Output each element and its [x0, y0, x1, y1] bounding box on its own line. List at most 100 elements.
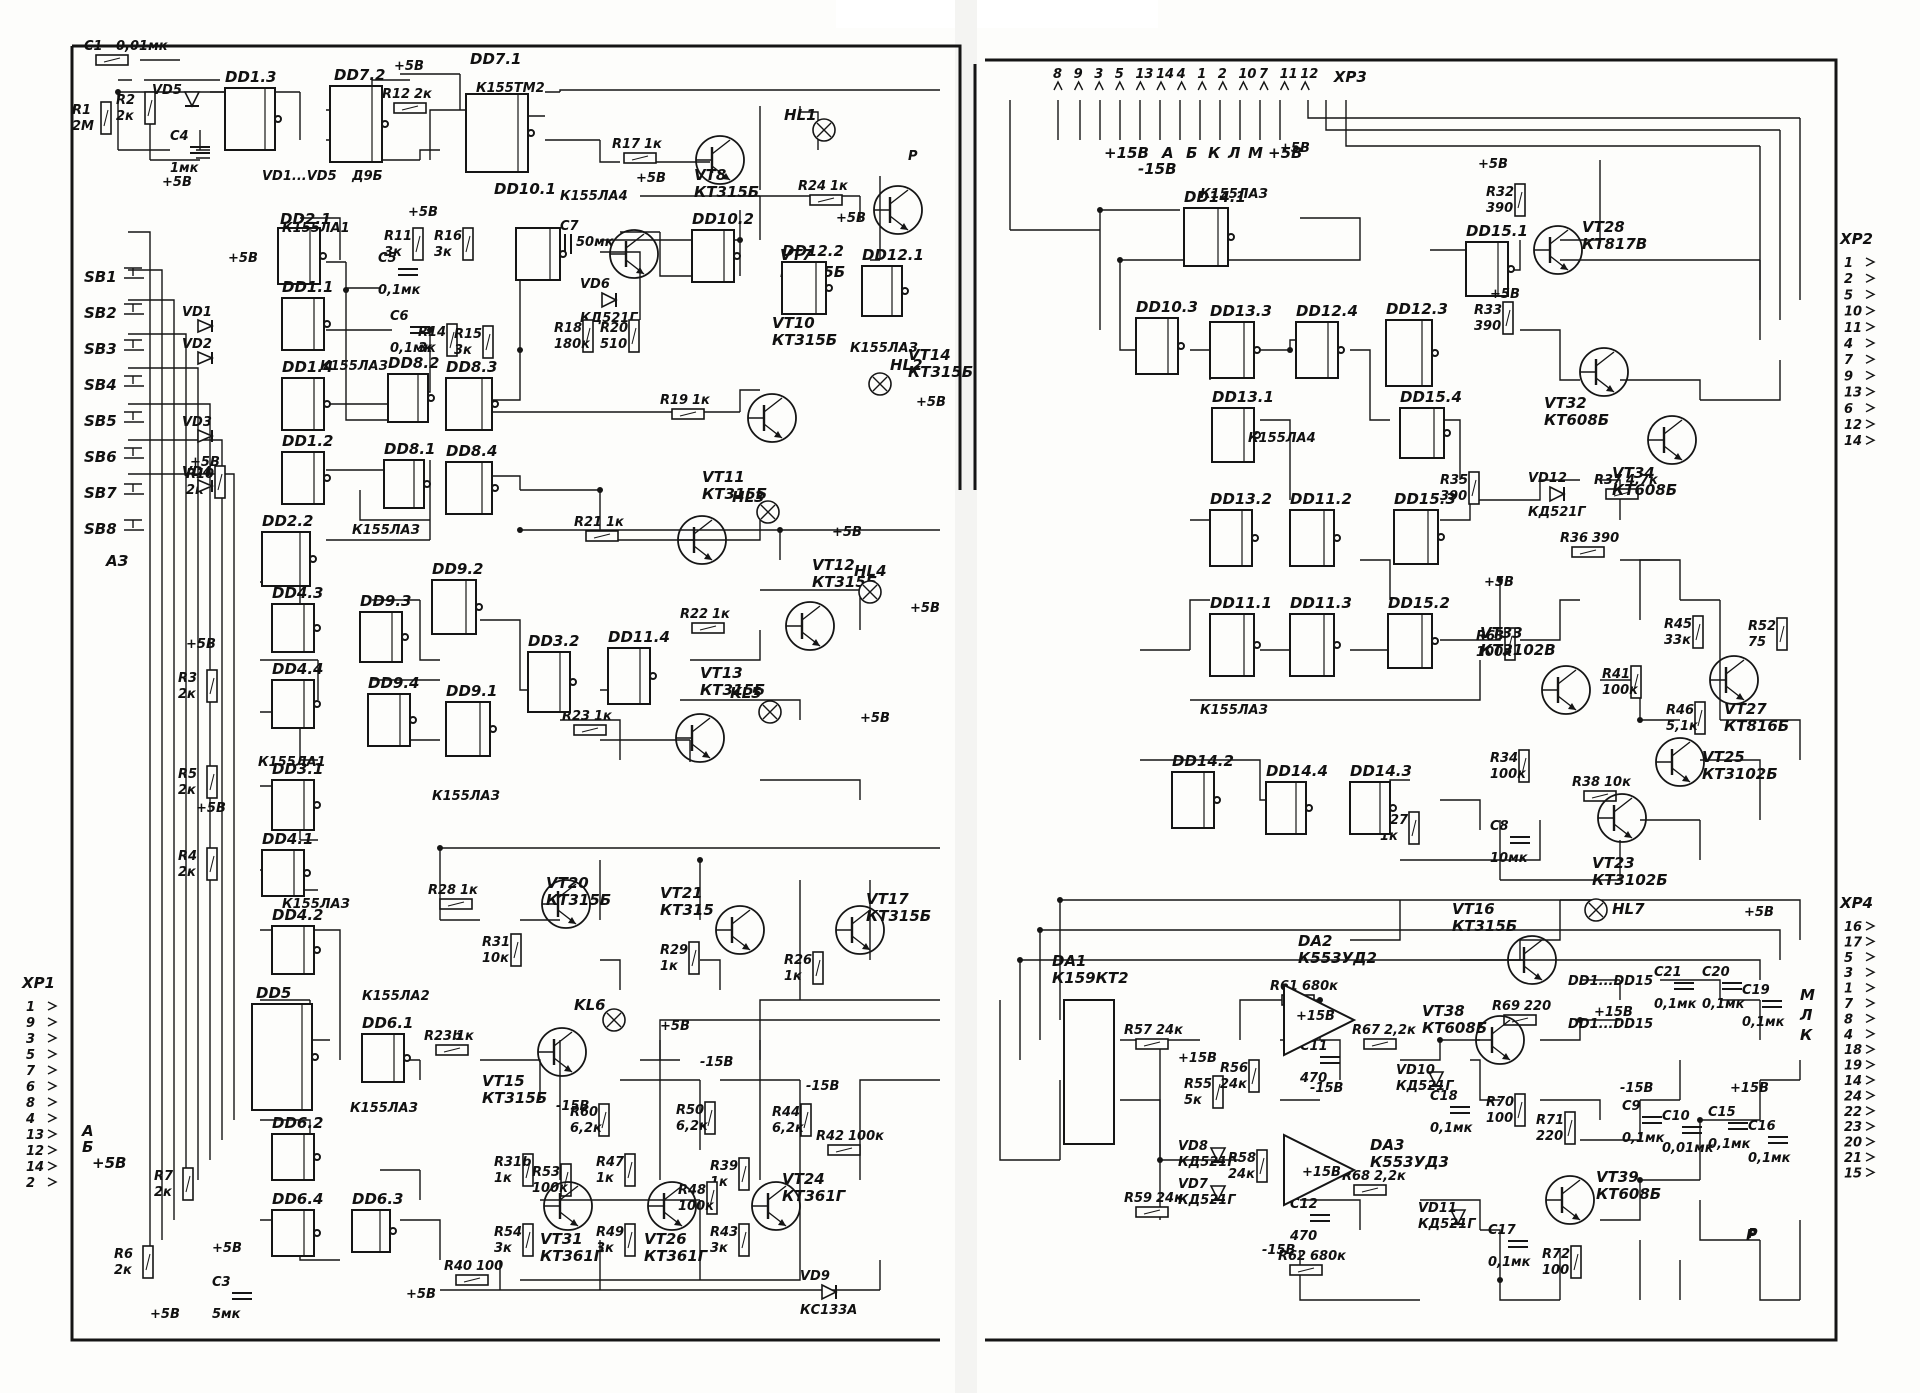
resistor-mark: [209, 677, 215, 695]
connector-pin-label: 2: [1844, 272, 1853, 287]
connector-pin: [1865, 305, 1876, 316]
connector-pin-label: 6: [26, 1080, 35, 1095]
supply-label-20: +5В: [1744, 905, 1774, 920]
gate-dd8-3: DD8.3: [445, 358, 499, 431]
inverter-bubble: [1333, 641, 1341, 649]
component-value: 0,1мк: [390, 341, 434, 356]
wire-78: [1345, 100, 1761, 340]
dd7-1-type: К155ТМ2: [476, 81, 545, 96]
transistor-ref: VT16: [1452, 900, 1495, 918]
switch-ref: SB1: [84, 268, 117, 286]
transistor-type: КТ315Б: [546, 891, 611, 909]
wire-38: [600, 739, 691, 762]
gate-dd6-2: DD6.2: [271, 1114, 323, 1181]
inverter-bubble: [475, 603, 483, 611]
connector-pin: [1865, 435, 1876, 445]
supply-label-1: +5В: [394, 59, 424, 74]
component-ref: R44: [772, 1105, 800, 1120]
connector-pin: [1197, 80, 1207, 91]
wire-60: [600, 959, 721, 990]
gate-body: [329, 85, 383, 163]
gate-ref: DD4.3: [272, 584, 323, 602]
inverter-bubble: [427, 394, 435, 402]
connector-pin-label: 2: [26, 1176, 35, 1191]
signal-xp4-0: М: [1800, 986, 1815, 1004]
wire-9: [520, 89, 940, 117]
junction-23: [1577, 1017, 1583, 1023]
resistor-mark: [147, 99, 153, 117]
inverter-bubble: [323, 320, 331, 328]
junction-10: [697, 857, 703, 863]
connector-pin-label: 5: [1115, 67, 1124, 82]
switch-icon: [124, 303, 144, 315]
switch-ref: SB4: [84, 376, 117, 394]
connector-pin-label: 6: [1844, 402, 1853, 417]
component-value: 390: [1592, 531, 1619, 546]
transistor-ref: VT13: [700, 664, 743, 682]
switch-icon: [124, 375, 144, 387]
opamp-body: [1283, 1133, 1357, 1207]
gate-body: [277, 227, 321, 285]
inverter-bubble: [381, 120, 389, 128]
lamp-cross: [872, 376, 888, 392]
component-value: 6,2к: [570, 1121, 603, 1136]
connector-pin: [47, 1113, 58, 1123]
wire-33: [680, 520, 761, 541]
inverter-bubble: [1437, 533, 1445, 541]
component-ref: R34: [1490, 751, 1518, 766]
component-ref: C15: [1708, 1105, 1736, 1120]
gate-dd9-3: DD9.3: [359, 592, 411, 663]
connector-pin-label: 1: [1844, 982, 1853, 997]
inverter-bubble: [401, 633, 409, 641]
component-ref: C6: [390, 309, 409, 324]
signal-xp3-2: А: [1161, 144, 1174, 162]
wire-40: [760, 589, 861, 630]
gate-dd15-4: DD15.4: [1399, 388, 1462, 459]
gate-dd11-3: DD11.3: [1289, 594, 1352, 677]
connector-pin: [1865, 354, 1876, 364]
component-value: 10к: [1604, 775, 1632, 790]
resistor-mark: [585, 327, 591, 345]
connector-pin-label: 9: [1844, 369, 1853, 384]
transistor-ref: VT23: [1592, 854, 1635, 872]
resistor-mark: [1779, 625, 1785, 643]
component-ref: R18: [554, 321, 582, 336]
resistor-mark: [1697, 709, 1703, 727]
connector-pin-label: 4: [1843, 337, 1853, 352]
connector-pin-label: 10: [1844, 305, 1862, 320]
signal-xp1-2: +5В: [92, 1154, 126, 1172]
transistor-ref: VT28: [1582, 218, 1625, 236]
connector-pin: [47, 1001, 58, 1011]
diode-symbol: [1427, 1071, 1445, 1088]
supply-label-2: +5В: [636, 171, 666, 186]
wire-153: [1350, 900, 1401, 941]
wire-109: [1440, 799, 1481, 830]
component-value: 100: [1542, 1263, 1569, 1278]
resistor-mark: [709, 1189, 715, 1207]
supply-label-0: +5В: [162, 175, 192, 190]
wire-145: [1699, 1200, 1760, 1241]
emitter-arrow: [1572, 1213, 1580, 1220]
component-ref: R46: [1666, 703, 1694, 718]
dd14-1-type: К155ЛАЗ: [1200, 187, 1268, 202]
wire-43: [560, 719, 621, 760]
transistor-ref: VT11: [702, 468, 745, 486]
gate-dd7-1: DD7.1: [465, 50, 535, 173]
switch-ref: SB2: [84, 304, 117, 322]
component-ref: R24: [798, 179, 826, 194]
junction-12: [1117, 257, 1123, 263]
lamp-hl1: HL1: [784, 106, 836, 142]
diode-symbol: [197, 350, 215, 366]
transistor-ref: VT33: [1480, 624, 1523, 642]
